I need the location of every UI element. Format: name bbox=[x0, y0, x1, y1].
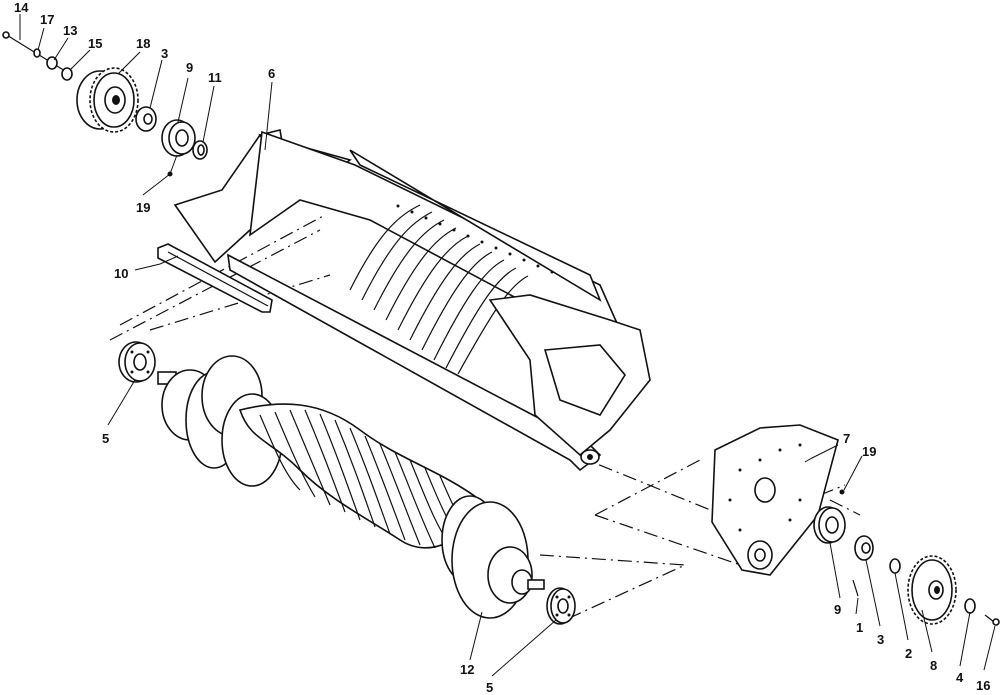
callout-11[interactable]: 11 bbox=[208, 70, 222, 85]
bushing-part[interactable] bbox=[135, 106, 157, 132]
ring-part[interactable] bbox=[192, 140, 208, 160]
callout-12[interactable]: 12 bbox=[460, 662, 474, 677]
callout-17[interactable]: 17 bbox=[40, 12, 54, 27]
callout-labels: 14 17 13 15 18 3 9 11 6 19 10 5 7 19 9 1… bbox=[14, 0, 990, 695]
callout-5[interactable]: 5 bbox=[486, 680, 493, 695]
callout-3[interactable]: 3 bbox=[877, 632, 884, 647]
wear-strip-part[interactable] bbox=[157, 243, 273, 313]
trough-housing-part[interactable] bbox=[173, 129, 651, 472]
callout-16[interactable]: 16 bbox=[976, 678, 990, 693]
bearing-part[interactable] bbox=[813, 506, 846, 544]
bushing-part[interactable] bbox=[854, 535, 874, 561]
bolt-part[interactable] bbox=[852, 579, 859, 597]
callout-2[interactable]: 2 bbox=[905, 646, 912, 661]
callout-9[interactable]: 9 bbox=[834, 602, 841, 617]
callout-15[interactable]: 15 bbox=[88, 36, 102, 51]
grease-fitting-part[interactable] bbox=[839, 489, 845, 495]
callout-7[interactable]: 7 bbox=[843, 431, 850, 446]
bolt-part[interactable] bbox=[984, 614, 1000, 626]
callout-19[interactable]: 19 bbox=[862, 444, 876, 459]
callout-18[interactable]: 18 bbox=[136, 36, 150, 51]
callout-10[interactable]: 10 bbox=[114, 266, 128, 281]
callout-19[interactable]: 19 bbox=[136, 200, 150, 215]
sprocket-part[interactable] bbox=[907, 555, 957, 625]
leader-lines bbox=[19, 14, 996, 677]
bearing-part[interactable] bbox=[161, 119, 196, 157]
callout-3[interactable]: 3 bbox=[161, 46, 168, 61]
end-plate-part[interactable] bbox=[711, 424, 839, 576]
auger-part[interactable] bbox=[157, 355, 545, 619]
sprocket-part[interactable] bbox=[76, 67, 139, 133]
callout-9[interactable]: 9 bbox=[186, 60, 193, 75]
callout-5[interactable]: 5 bbox=[102, 431, 109, 446]
washer-part[interactable] bbox=[964, 598, 976, 614]
callout-1[interactable]: 1 bbox=[856, 620, 863, 635]
washer-part[interactable] bbox=[889, 558, 901, 574]
flange-plate-part[interactable] bbox=[118, 341, 156, 383]
callout-14[interactable]: 14 bbox=[14, 0, 29, 15]
callout-8[interactable]: 8 bbox=[930, 658, 937, 673]
callout-4[interactable]: 4 bbox=[956, 670, 964, 685]
washer-part[interactable] bbox=[33, 48, 73, 81]
callout-6[interactable]: 6 bbox=[268, 66, 275, 81]
flange-plate-part[interactable] bbox=[546, 587, 576, 625]
callout-13[interactable]: 13 bbox=[63, 23, 77, 38]
